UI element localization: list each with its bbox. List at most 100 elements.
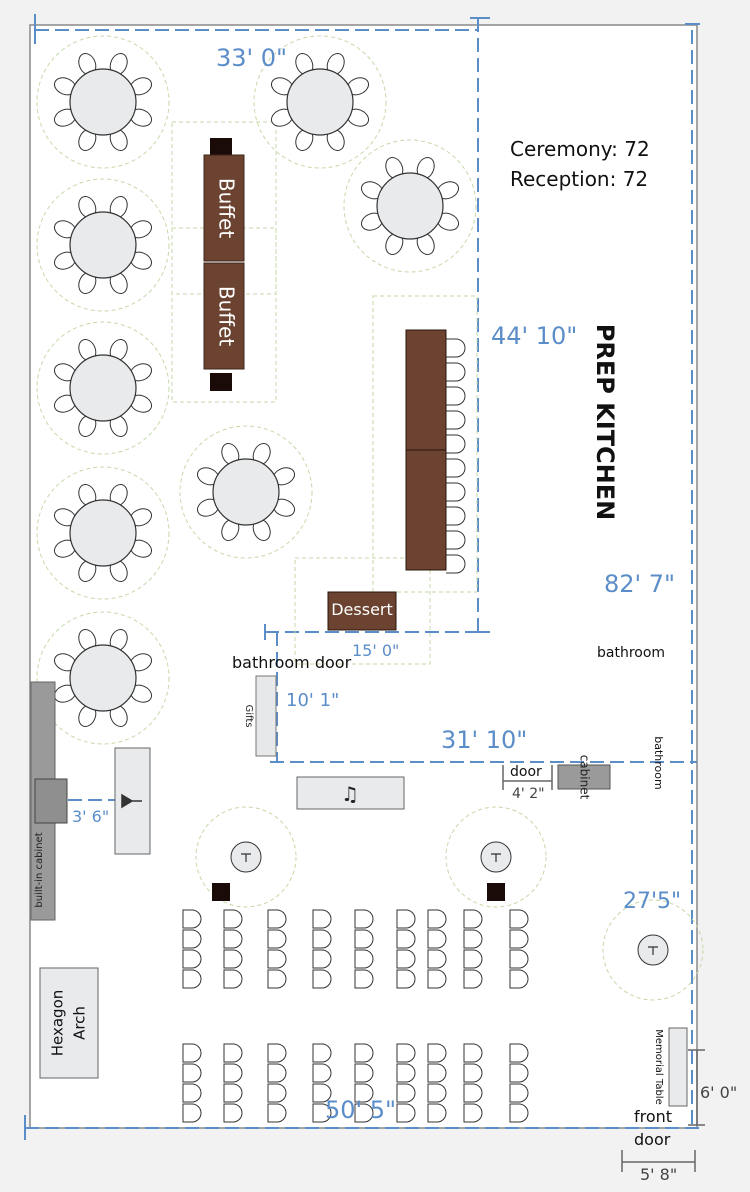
dim-stage-width: 15' 0" [352,641,399,660]
table-guide-ring [36,321,170,455]
table-top [69,644,137,712]
dessert-label: Dessert [331,600,393,619]
dim-cabinet-gap: 3' 6" [72,807,109,826]
dim-total-length: 82' 7" [604,570,675,598]
cocktail-table [195,806,297,908]
dim-gifts-height: 10' 1" [286,690,339,711]
ceremony-chair [223,909,243,929]
dim-door-width: 4' 2" [512,786,545,802]
ceremony-chair [427,949,447,969]
ceremony-chair [396,909,416,929]
memorial-table [668,1027,688,1107]
ceremony-chair [509,1043,529,1063]
dimension-ticks [24,14,700,1140]
ceremony-chair [267,929,287,949]
buffet-label-1: Buffet [215,178,239,238]
table-guide-ring [36,466,170,600]
head-chair [446,530,466,550]
ceremony-chair [223,949,243,969]
ceremony-chair [267,1103,287,1123]
ceremony-chair [509,949,529,969]
cocktail-guide-ring [195,806,297,908]
dim-right-height: 44' 10" [491,322,577,350]
ceremony-chair [427,1083,447,1103]
round-table [36,321,170,455]
cabinet-label: cabinet [578,755,592,800]
table-top [286,68,354,136]
table-top [69,211,137,279]
head-table-2 [405,449,447,571]
ceremony-chair [223,1103,243,1123]
music-note-icon: ♫ [341,782,359,806]
table-top [212,458,280,526]
cocktail-icon [648,946,658,955]
ceremony-chair [463,969,483,989]
gifts-label: Gifts [243,704,254,727]
ceremony-chair [396,1063,416,1083]
ceremony-chair [396,929,416,949]
ceremony-chair [223,1083,243,1103]
ceremony-chair [267,1083,287,1103]
bathroom-label-vertical: bathroom [652,736,665,789]
head-chair [446,434,466,454]
speaker-left [212,883,230,901]
ceremony-chair [312,1103,332,1123]
dim-bottom-width: 50' 5" [325,1096,396,1124]
ceremony-chair [354,1103,374,1123]
ceremony-count: Ceremony: 72 [510,137,650,161]
ceremony-chair [223,1063,243,1083]
head-table-1 [405,329,447,451]
ceremony-chair [312,1083,332,1103]
ceremony-chair [182,909,202,929]
bathroom-label: bathroom [597,645,665,661]
ceremony-chair [509,1103,529,1123]
table-guide-ring [36,611,170,745]
built-in-cabinet-label: built-in cabinet [34,832,45,907]
ceremony-chair [267,949,287,969]
ceremony-chair [312,969,332,989]
table-guide-ring [343,139,477,273]
ceremony-chair [396,1043,416,1063]
dessert-table [327,591,397,631]
ceremony-chair [509,929,529,949]
cocktail-table [602,899,704,1001]
ceremony-chair [463,929,483,949]
ceremony-chair [182,949,202,969]
cocktail-guide-ring [602,899,704,1001]
ceremony-chair [312,1043,332,1063]
bar-icon [121,793,142,809]
table-top [69,499,137,567]
ceremony-chair [354,949,374,969]
ceremony-chair [312,1063,332,1083]
ceremony-chair [427,1063,447,1083]
cocktail-guide-ring [445,806,547,908]
round-table [36,35,170,169]
ceremony-chair [354,909,374,929]
ceremony-chair [463,909,483,929]
head-chair [446,458,466,478]
table-guide-ring [36,178,170,312]
dim-mid-width: 31' 10" [441,726,527,754]
ceremony-chair [267,1063,287,1083]
ceremony-chair [463,949,483,969]
ceremony-chair [463,1103,483,1123]
round-table [253,35,387,169]
ceremony-chair [182,969,202,989]
table-top [376,172,444,240]
door-dimension-marks [502,765,705,1172]
table-guide-ring [36,35,170,169]
memorial-table-label: Memorial Table [653,1029,664,1104]
hexagon-arch [39,967,99,1079]
ceremony-chair [396,969,416,989]
ceremony-chair [182,1043,202,1063]
dim-front-door-width: 5' 8" [640,1165,677,1184]
dimension-lines [25,18,705,1130]
door-label: door [510,764,542,780]
ceremony-chair [427,929,447,949]
reception-count: Reception: 72 [510,167,648,191]
ceremony-chair [354,969,374,989]
table-top [69,68,137,136]
ceremony-chair [509,909,529,929]
ceremony-chair [396,949,416,969]
head-table-chairs [446,338,466,574]
